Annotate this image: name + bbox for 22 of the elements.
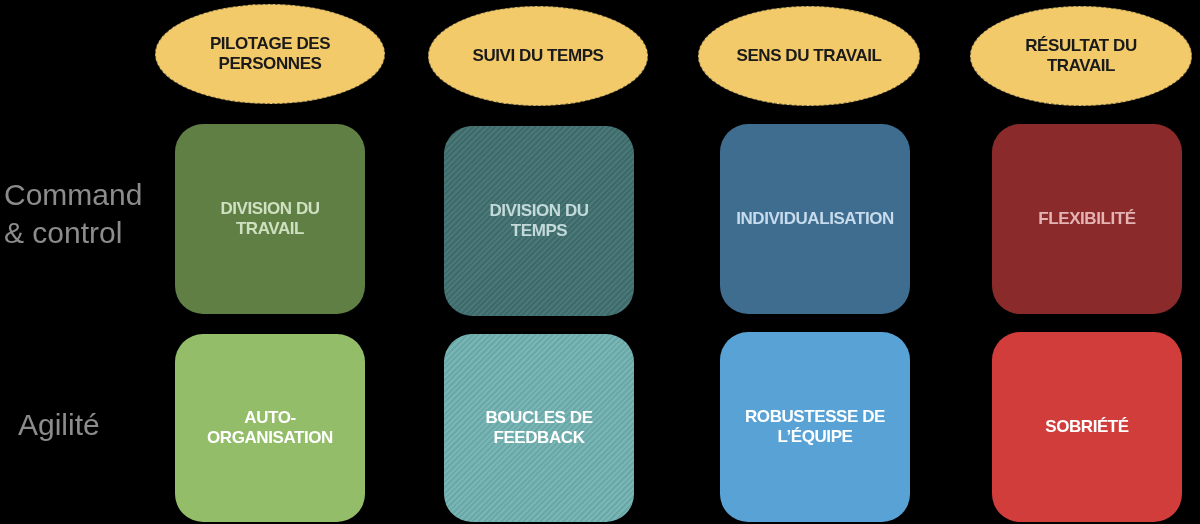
concept-text: BOUCLES DE FEEDBACK — [484, 407, 594, 449]
concept-card — [444, 126, 634, 316]
column-title: SUIVI DU TEMPS — [471, 45, 605, 67]
concept-card — [720, 124, 910, 314]
concept-card — [175, 124, 365, 314]
concept-text: INDIVIDUALISATION — [735, 208, 895, 230]
concept-card — [175, 334, 365, 522]
row-label: Agilité — [18, 407, 101, 443]
column-title: RÉSULTAT DU TRAVAIL — [1024, 35, 1138, 77]
concept-card — [720, 332, 910, 522]
column-title: PILOTAGE DES PERSONNES — [208, 33, 332, 75]
concept-text: ROBUSTESSE DE L’ÉQUIPE — [744, 406, 886, 448]
concept-text: AUTO-ORGANISATION — [206, 407, 334, 449]
concept-text: DIVISION DU TRAVAIL — [219, 198, 321, 240]
row-label: Command & control — [4, 177, 144, 251]
concept-card — [992, 332, 1182, 522]
concept-card — [444, 334, 634, 522]
concept-text: DIVISION DU TEMPS — [488, 200, 590, 242]
concept-text: FLEXIBILITÉ — [1037, 208, 1137, 230]
concept-card — [992, 124, 1182, 314]
column-title: SENS DU TRAVAIL — [735, 45, 883, 67]
concept-text: SOBRIÉTÉ — [1044, 416, 1130, 438]
